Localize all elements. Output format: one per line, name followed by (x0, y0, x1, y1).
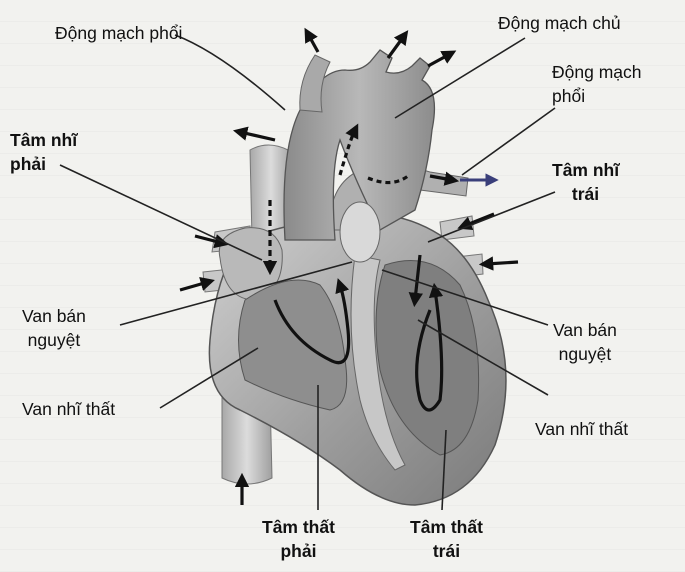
semilunar-valve-shape (340, 202, 380, 262)
label-semilunar-right-line2: nguyệt (553, 342, 617, 366)
label-pulmonary-artery-right: Động mạch phổi (552, 60, 642, 108)
label-right-atrium-line2: phải (10, 152, 77, 176)
label-semilunar-right-line1: Van bán (553, 318, 617, 342)
label-right-ventricle: Tâm thất phải (262, 515, 335, 563)
label-left-atrium-line1: Tâm nhĩ (552, 158, 619, 182)
leader-right-atrium (60, 165, 262, 260)
leader-pulmonary-top (175, 35, 285, 110)
label-right-ventricle-line1: Tâm thất (262, 515, 335, 539)
leader-left-atrium (428, 192, 555, 242)
label-left-atrium: Tâm nhĩ trái (552, 158, 619, 206)
label-left-ventricle-line1: Tâm thất (410, 515, 483, 539)
label-right-atrium: Tâm nhĩ phải (10, 128, 77, 176)
label-av-valve-right: Van nhĩ thất (535, 418, 628, 441)
label-pulmonary-artery-right-line2: phổi (552, 84, 642, 108)
label-pulmonary-artery-right-line1: Động mạch (552, 60, 642, 84)
label-semilunar-valve-right: Van bán nguyệt (553, 318, 617, 366)
label-right-atrium-line1: Tâm nhĩ (10, 128, 77, 152)
label-semilunar-left-line1: Van bán (22, 304, 86, 328)
label-semilunar-left-line2: nguyệt (22, 328, 86, 352)
label-semilunar-valve-left: Van bán nguyệt (22, 304, 86, 352)
label-left-ventricle-line2: trái (410, 539, 483, 563)
label-aorta: Động mạch chủ (498, 12, 621, 35)
leader-pulmonary-right (462, 108, 555, 175)
label-right-ventricle-line2: phải (262, 539, 335, 563)
label-pulmonary-artery-top: Động mạch phổi (55, 22, 182, 45)
label-left-ventricle: Tâm thất trái (410, 515, 483, 563)
label-av-valve-left: Van nhĩ thất (22, 398, 115, 421)
label-left-atrium-line2: trái (552, 182, 619, 206)
